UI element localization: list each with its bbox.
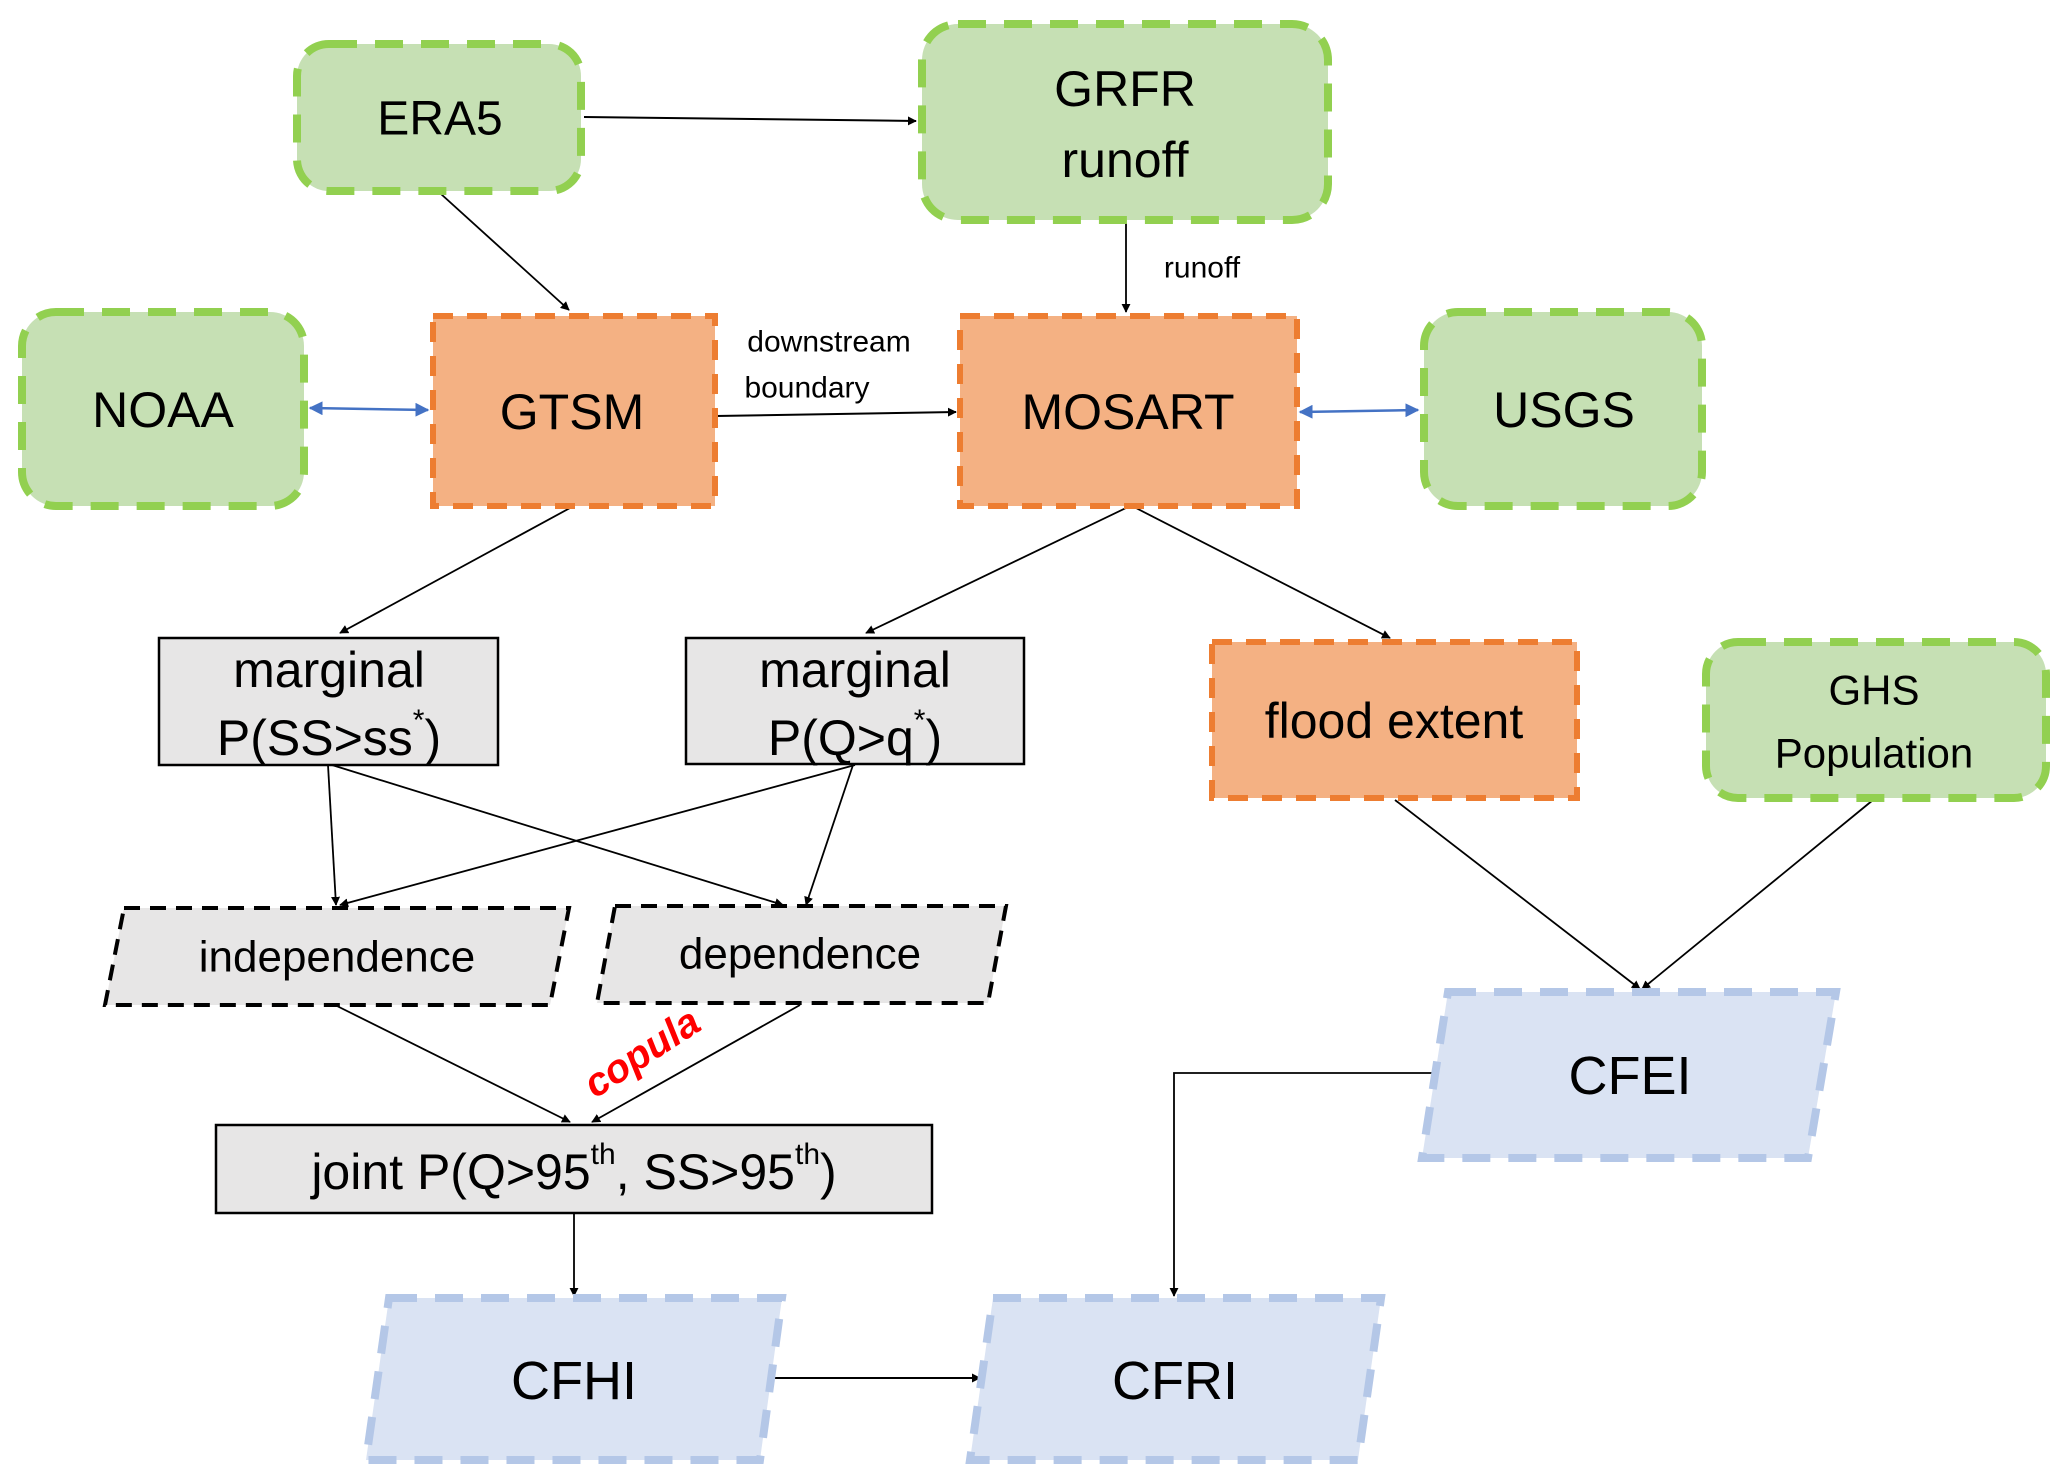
- edges: [308, 116, 1874, 1383]
- edge-era5-grfr: [583, 116, 917, 126]
- node-cfei-label: CFEI: [1568, 1046, 1691, 1106]
- node-cfri[interactable]: CFRI: [965, 1294, 1386, 1464]
- node-cfri-label: CFRI: [1112, 1351, 1238, 1411]
- node-independence[interactable]: independence: [102, 906, 572, 1007]
- node-joint-label: joint P(Q>95th, SS>95th): [309, 1138, 836, 1201]
- node-marginal-q[interactable]: marginal P(Q>q*): [684, 636, 1026, 767]
- edge-label-downstream: downstream: [747, 326, 910, 359]
- node-flood-extent[interactable]: flood extent: [1209, 639, 1580, 801]
- node-flood-extent-label: flood extent: [1265, 693, 1524, 749]
- node-joint-probability[interactable]: joint P(Q>95th, SS>95th): [214, 1123, 934, 1215]
- edge-marginal-ss-independence: [327, 764, 341, 906]
- edge-gtsm-marginal-ss: [339, 507, 571, 634]
- node-ghs-population[interactable]: GHS Population: [1702, 638, 2050, 802]
- edge-mosart-flood-extent: [1135, 507, 1391, 639]
- node-noaa[interactable]: NOAA: [18, 308, 308, 510]
- edge-dependence-joint: [591, 1004, 801, 1123]
- node-cfhi[interactable]: CFHI: [361, 1294, 787, 1464]
- node-marginal-ss-label-2: P(SS>ss*): [217, 704, 441, 767]
- edge-gtsm-mosart: [715, 407, 957, 417]
- node-era5[interactable]: ERA5: [293, 40, 585, 195]
- edge-noaa-gtsm: [308, 401, 430, 417]
- node-grfr-label-1: GRFR: [1054, 61, 1196, 117]
- node-noaa-label: NOAA: [92, 382, 234, 438]
- edge-era5-gtsm: [440, 193, 570, 311]
- edge-flood-extent-cfei: [1394, 799, 1641, 990]
- edge-marginal-ss-dependence: [331, 764, 784, 907]
- node-gtsm-label: GTSM: [500, 384, 644, 440]
- node-marginal-q-label-1: marginal: [759, 642, 951, 698]
- node-dependence-label: dependence: [679, 930, 921, 979]
- edge-mosart-marginal-q: [865, 507, 1127, 634]
- edge-label-copula: copula: [576, 999, 708, 1106]
- node-mosart-label: MOSART: [1022, 384, 1235, 440]
- edge-marginal-q-independence: [339, 764, 856, 908]
- edge-marginal-q-dependence: [804, 764, 854, 906]
- edge-label-runoff: runoff: [1164, 252, 1241, 285]
- node-independence-label: independence: [199, 933, 475, 982]
- edge-independence-joint: [334, 1004, 571, 1123]
- node-usgs[interactable]: USGS: [1420, 308, 1706, 510]
- edge-cfei-cfri: [1169, 1072, 1437, 1297]
- node-gtsm[interactable]: GTSM: [430, 313, 718, 509]
- node-era5-label: ERA5: [377, 93, 502, 146]
- node-cfei[interactable]: CFEI: [1417, 988, 1841, 1162]
- node-grfr-label-2: runoff: [1062, 132, 1189, 188]
- node-marginal-ss[interactable]: marginal P(SS>ss*): [157, 636, 500, 767]
- node-marginal-ss-label-1: marginal: [233, 642, 425, 698]
- node-usgs-label: USGS: [1493, 382, 1635, 438]
- node-mosart[interactable]: MOSART: [957, 313, 1300, 509]
- node-marginal-q-label-2: P(Q>q*): [768, 704, 942, 767]
- node-cfhi-label: CFHI: [511, 1351, 637, 1411]
- node-grfr-runoff[interactable]: GRFR runoff: [918, 20, 1332, 224]
- node-ghs-label-1: GHS: [1828, 667, 1919, 714]
- edge-ghs-cfei: [1641, 799, 1874, 990]
- edge-label-boundary: boundary: [744, 372, 869, 405]
- node-dependence[interactable]: dependence: [594, 904, 1009, 1005]
- edge-mosart-usgs: [1298, 403, 1420, 419]
- node-ghs-label-2: Population: [1775, 730, 1974, 777]
